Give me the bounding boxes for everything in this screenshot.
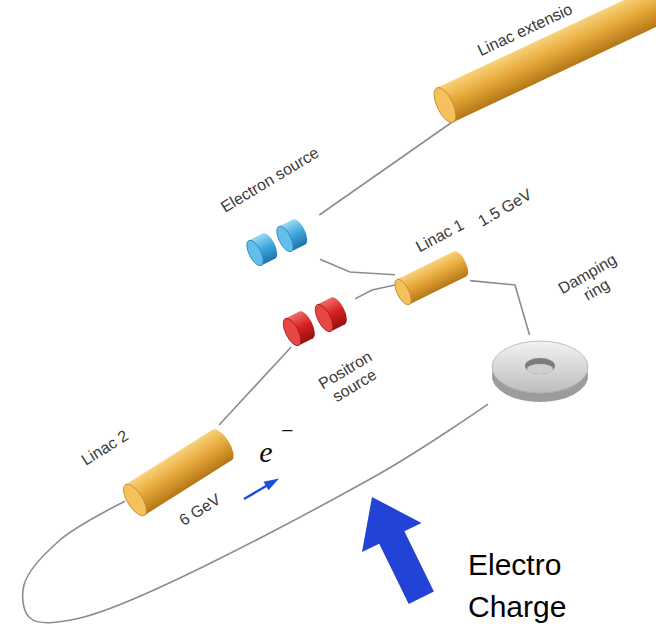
beam-arrow-shaft [244, 486, 267, 500]
cylinder-face [392, 277, 415, 307]
energy-label: 1.5 GeV [475, 186, 535, 231]
label-holder: 1.5 GeV [475, 186, 535, 231]
part-label: Linac 1 [413, 216, 467, 256]
label-holder: Linac 1 [413, 216, 467, 256]
beam-line [355, 285, 395, 299]
cylinder-shape [280, 309, 319, 348]
label-holder: 6 GeV [176, 490, 224, 529]
beam-line [23, 404, 488, 623]
cylinder-shape [243, 231, 280, 268]
callout-text: Electro [468, 548, 561, 582]
cylinder-face [119, 481, 151, 520]
electron-source: Electron source [240, 215, 320, 270]
label-holder: Linac 2 [78, 427, 131, 470]
cylinder-shape [312, 295, 351, 334]
part-label: Damping ring [550, 247, 634, 316]
beam-arrow-head [264, 479, 280, 491]
node-outline [240, 215, 320, 270]
ring-hole [525, 358, 555, 374]
label-holder: Charge [468, 590, 566, 624]
ring-shape [492, 341, 588, 402]
beam-line [319, 110, 469, 215]
cylinder-face [280, 316, 305, 348]
cylinder-face [273, 224, 296, 254]
beam-line [470, 281, 530, 335]
beam-line [320, 259, 395, 274]
cylinder-face [430, 84, 461, 125]
beam-arrow [244, 479, 279, 500]
cylinder-face [312, 302, 337, 334]
cylinder-shape [273, 217, 310, 254]
label-holder: − [280, 419, 295, 444]
label-holder: Damping ring [550, 247, 634, 316]
label-holder: Positron source [309, 344, 391, 413]
cylinder-face [243, 238, 266, 268]
node-outline [280, 290, 355, 347]
beam-line [219, 347, 291, 425]
node-outline [395, 252, 470, 302]
cylinder-body [437, 0, 656, 122]
label-holder: Electro [468, 548, 561, 582]
damping-ring: Damping ring [488, 335, 592, 407]
linac-cylinder: Linac 1 [395, 252, 470, 302]
callout-text: Charge [468, 590, 566, 624]
ring-hole-floor [527, 364, 553, 374]
cylinder-shape [392, 249, 472, 307]
ring-top [492, 341, 588, 393]
charge-superscript: − [280, 419, 295, 444]
part-label: Electron source [218, 144, 323, 217]
pointer-arrow [362, 497, 434, 604]
label-holder: Electron source [218, 144, 323, 217]
particle-symbol: e [259, 435, 272, 469]
part-label: Linac 2 [78, 427, 131, 470]
node-outline [488, 335, 592, 407]
energy-label: 6 GeV [176, 490, 224, 529]
positron-source: Positron source [280, 290, 355, 347]
cylinder-shape [430, 0, 656, 126]
linac-cylinder: Linac extensio [440, 0, 656, 110]
label-holder: e [259, 435, 272, 469]
part-label: Positron source [309, 344, 391, 413]
